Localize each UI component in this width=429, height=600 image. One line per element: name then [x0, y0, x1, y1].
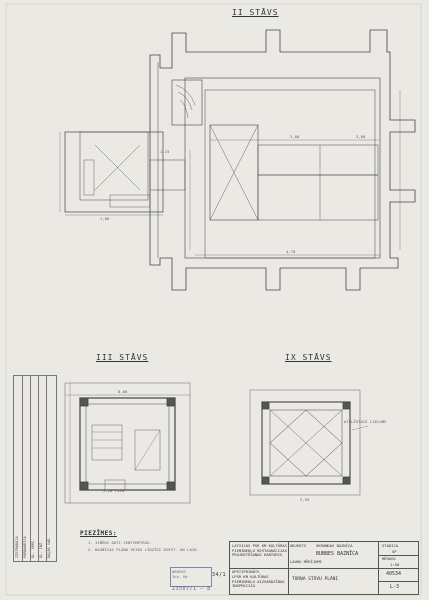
- side-line-3: GL. SPEC.: [31, 538, 35, 558]
- stamp-line-1: ARHIVS: [172, 569, 186, 574]
- dim-label: 4,70: [286, 250, 296, 254]
- side-line-1: IZSTRĀDĀJA: [15, 536, 19, 558]
- doc-number: 40534: [386, 571, 402, 577]
- title-floor-2: II STĀVS: [232, 8, 279, 17]
- scale-label: MĒROGS: [382, 556, 396, 561]
- stamp-line-2: Inv. Nr.: [172, 574, 191, 579]
- plan-floor-3: [64, 382, 191, 504]
- archive-stamp: ARHIVS Inv. Nr.: [170, 567, 212, 587]
- dim-label: 1,15: [160, 150, 170, 154]
- dim-label: 8,60: [118, 390, 128, 394]
- stamp-side-number: 34/1: [212, 572, 227, 578]
- room-label: 3,20 PIEN: [103, 489, 125, 493]
- object-name: SKRUNDAS BAZNĪCA: [316, 543, 353, 548]
- dim-label: 2,55: [300, 498, 310, 502]
- side-line-5: DAĻAS VAD.: [47, 536, 51, 558]
- approved-label: APSTIPRINĀTS: [232, 569, 260, 574]
- side-line-2: PĀRBAUDĪJA: [23, 536, 27, 558]
- dim-label: 1,80: [100, 217, 110, 221]
- org-name: LATVIJAS PSR KM KULTŪRAS PIEMINEKĻU REST…: [232, 543, 287, 557]
- dim-label: 3,80: [356, 135, 366, 139]
- sheet-border: [5, 3, 422, 596]
- object-value: BUBBES BAZNĪCA: [316, 551, 359, 557]
- notes-heading: PIEZĪMES:: [80, 530, 118, 537]
- revision-block: IZSTRĀDĀJA PĀRBAUDĪJA GL. SPEC. GL. INŽ.…: [13, 375, 57, 562]
- dim-label: 2,80: [290, 135, 300, 139]
- stage-value: SP: [392, 549, 397, 554]
- stage-label: STADIJA: [382, 543, 399, 548]
- room-note: ATSLĒGTAIS LIELUMS: [344, 420, 387, 424]
- object-sub: LAUKU MĒRĪJUMI: [290, 559, 323, 564]
- plan-floor-9: [249, 389, 369, 496]
- plan-floor-2: [59, 29, 416, 291]
- title-floor-3: III STĀVS: [96, 353, 149, 362]
- stamp-number: 23507/1 – 8: [172, 586, 211, 592]
- sheet-number: L-3: [390, 584, 400, 590]
- side-line-4: GL. INŽ.: [39, 540, 43, 558]
- scale-value: 1:50: [390, 562, 400, 567]
- object-label: OBJEKTS: [290, 543, 307, 548]
- approved-text: LPSR KM KULTŪRAS PIEMINEKĻU AIZSARDZĪBAS…: [232, 574, 285, 588]
- title-block: LATVIJAS PSR KM KULTŪRAS PIEMINEKĻU REST…: [229, 541, 419, 595]
- sheet-title: TORŅA STĀVU PLĀNI: [292, 577, 339, 582]
- title-floor-9: IX STĀVS: [285, 353, 332, 362]
- note-line-1: 1. IZMĒRI DOTI CENTIMETROS.: [88, 541, 152, 545]
- note-line-2: 2. BAZNĪCAS PLĀNU VEIDS LĪDZĪGI DIEVT. U…: [88, 548, 200, 552]
